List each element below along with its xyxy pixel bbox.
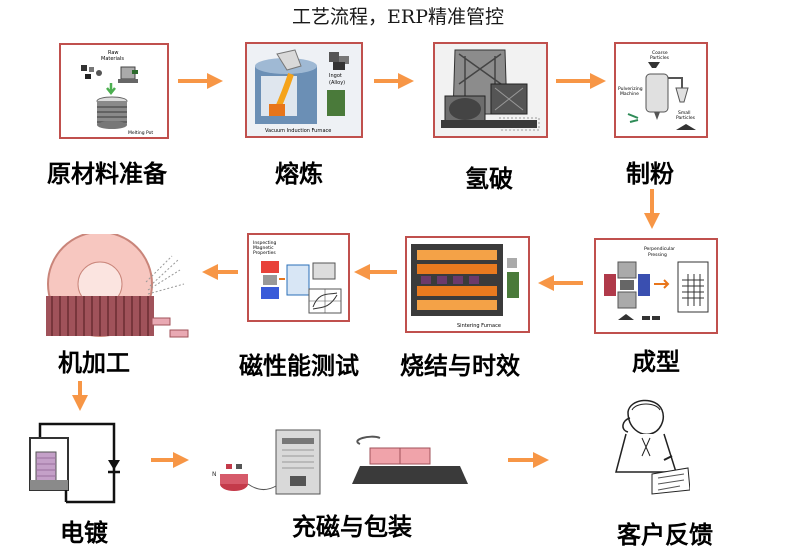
step-image-powder: Coarse Particles Pulverizing Machine Sma… [614, 42, 708, 138]
step-label-powder: 制粉 [626, 160, 674, 188]
svg-text:N: N [212, 471, 217, 478]
page-title: 工艺流程，ERP精准管控 [292, 6, 504, 28]
step-label-hydrogen: 氢破 [465, 165, 513, 193]
caption-coarse-particles: Particles [650, 55, 670, 61]
step-label-customer-feedback: 客户反馈 [617, 521, 713, 549]
step-image-machining [30, 231, 190, 344]
vacuum-furnace-illustration: Ingot (Alloy) Vacuum Induction Furnace [247, 44, 361, 136]
raw-materials-illustration: Raw Materials Melting Pot [81, 50, 153, 136]
electroplating-circuit-illustration [29, 422, 120, 504]
caption-properties: Properties [253, 250, 276, 256]
step-image-electroplating [26, 418, 126, 506]
caption-materials: Materials [101, 56, 124, 62]
caption-ingot: Ingot [329, 73, 342, 79]
step-image-magnetic-test: Inspecting Magnetic Properties [247, 233, 350, 322]
caption-pulverizing: Pulverizing [618, 86, 643, 92]
step-label-electroplating: 电镀 [60, 519, 108, 547]
pressing-illustration: Perpendicular Pressing [604, 246, 709, 320]
step-image-raw-materials: Raw Materials Melting Pot [59, 43, 169, 139]
customer-service-illustration [615, 399, 691, 495]
step-label-sintering: 烧结与时效 [400, 352, 520, 380]
step-image-melting: Ingot (Alloy) Vacuum Induction Furnace [245, 42, 363, 138]
sintering-furnace-illustration: Sintering Furnace [411, 244, 519, 329]
magnetizer-illustration: N [212, 429, 468, 495]
caption-raw: Raw [108, 50, 119, 56]
caption-machine: Machine [620, 91, 639, 97]
caption-vacuum-furnace: Vacuum Induction Furnace [265, 128, 331, 134]
hydrogen-decrepitation-machine-illustration [435, 44, 546, 136]
step-label-raw-materials: 原材料准备 [47, 160, 167, 188]
magnetic-testing-illustration: Inspecting Magnetic Properties [253, 240, 342, 314]
caption-perpendicular: Perpendicular [644, 246, 675, 252]
caption-pressing: Pressing [648, 252, 667, 258]
step-label-pressing: 成型 [632, 348, 680, 376]
grinding-wheel-illustration [46, 231, 189, 338]
step-image-customer [606, 398, 691, 498]
caption-magnetic: Magnetic [253, 245, 274, 251]
jet-mill-illustration: Coarse Particles Pulverizing Machine Sma… [618, 50, 696, 130]
step-image-magnetizing: N [210, 424, 470, 504]
caption-alloy: (Alloy) [329, 80, 345, 86]
step-label-magnetizing: 充磁与包装 [292, 513, 412, 541]
caption-coarse: Coarse [652, 50, 668, 56]
caption-small-particles: Particles [676, 115, 696, 121]
step-label-magnetic-test: 磁性能测试 [239, 352, 359, 380]
step-image-hydrogen [433, 42, 548, 138]
caption-small: Small [678, 110, 691, 116]
caption-sintering-furnace: Sintering Furnace [457, 323, 501, 329]
step-image-pressing: Perpendicular Pressing [594, 238, 718, 334]
step-label-machining: 机加工 [58, 349, 130, 377]
step-label-melting: 熔炼 [275, 160, 323, 188]
caption-melting-pot: Melting Pot [128, 130, 153, 136]
step-image-sintering: Sintering Furnace [405, 236, 530, 333]
caption-inspecting: Inspecting [253, 240, 276, 246]
